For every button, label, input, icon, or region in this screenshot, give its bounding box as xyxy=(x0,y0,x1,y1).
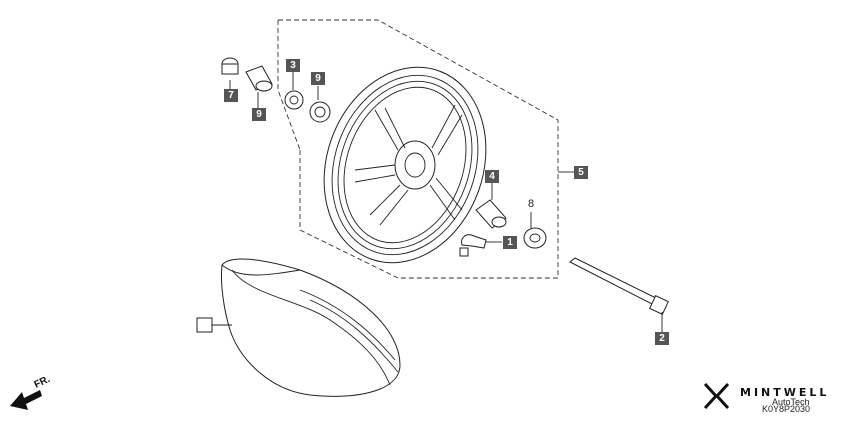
svg-text:3: 3 xyxy=(290,60,296,71)
svg-text:9: 9 xyxy=(315,73,321,84)
assembly-boundary xyxy=(277,19,559,279)
callout-3: 3 xyxy=(286,59,300,72)
callout-1: 1 xyxy=(503,236,517,249)
svg-text:7: 7 xyxy=(228,90,234,101)
front-direction-indicator: FR. xyxy=(10,374,52,410)
svg-text:FR.: FR. xyxy=(33,374,52,391)
wheel-rim xyxy=(323,66,487,264)
sleeve-part xyxy=(475,199,507,229)
logo-icon xyxy=(703,382,730,410)
valve-stem xyxy=(459,234,487,257)
callout-tire-blank xyxy=(196,317,213,333)
svg-text:9: 9 xyxy=(256,109,262,120)
svg-text:2: 2 xyxy=(659,333,665,344)
bearing-8 xyxy=(523,227,547,249)
axle-bolt xyxy=(569,257,669,315)
svg-text:1: 1 xyxy=(507,237,513,248)
brand-logo: MINTWELL AutoTech K0Y8P2030 xyxy=(703,382,829,414)
callout-7: 7 xyxy=(224,89,238,102)
svg-text:8: 8 xyxy=(528,198,534,210)
distance-collar xyxy=(245,65,273,92)
callout-2: 2 xyxy=(655,332,669,345)
callout-9-lower: 9 xyxy=(252,108,266,121)
callout-5: 5 xyxy=(574,166,588,179)
svg-text:MINTWELL: MINTWELL xyxy=(740,386,829,399)
svg-text:AutoTech: AutoTech xyxy=(772,397,810,407)
callout-8: 8 xyxy=(528,198,534,210)
callout-9-upper: 9 xyxy=(311,72,325,85)
bearing-left xyxy=(284,90,304,110)
arrow-icon xyxy=(10,390,42,410)
svg-text:5: 5 xyxy=(578,167,584,178)
collar-part xyxy=(221,57,239,75)
tire xyxy=(221,258,401,397)
svg-text:4: 4 xyxy=(489,171,495,182)
svg-text:K0Y8P2030: K0Y8P2030 xyxy=(762,404,810,414)
callout-4: 4 xyxy=(485,170,499,183)
bearing-right xyxy=(309,101,331,123)
